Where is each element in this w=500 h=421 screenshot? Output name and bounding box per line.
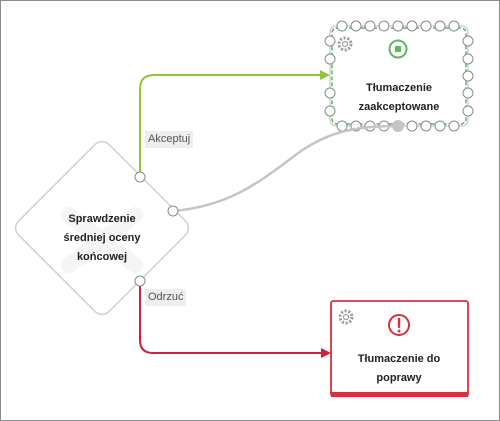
gear-icon[interactable] xyxy=(337,36,353,52)
exclamation-circle-icon xyxy=(388,314,410,336)
gear-icon[interactable] xyxy=(338,309,354,325)
edge-reject[interactable] xyxy=(139,281,331,358)
decision-port-bottom[interactable] xyxy=(134,275,146,287)
accepted-node-title: Tłumaczenie zaakceptowane xyxy=(358,82,440,113)
edge-reject-label: Odrzuć xyxy=(145,289,187,306)
close-icon xyxy=(61,207,143,273)
rejected-node[interactable] xyxy=(330,300,469,397)
decision-node-title: Sprawdzenie średniej oceny końcowej xyxy=(63,213,141,263)
decision-port-right[interactable] xyxy=(167,205,179,217)
decision-node[interactable] xyxy=(11,137,192,318)
edge-neutral[interactable] xyxy=(172,124,399,213)
decision-port-top[interactable] xyxy=(134,171,146,183)
accepted-node[interactable] xyxy=(324,20,474,132)
stop-circle-icon xyxy=(388,39,408,59)
edge-accept-label: Akceptuj xyxy=(145,131,194,148)
edge-accept[interactable] xyxy=(139,70,330,177)
rejected-node-title: Tłumaczenie do poprawy xyxy=(357,353,441,384)
